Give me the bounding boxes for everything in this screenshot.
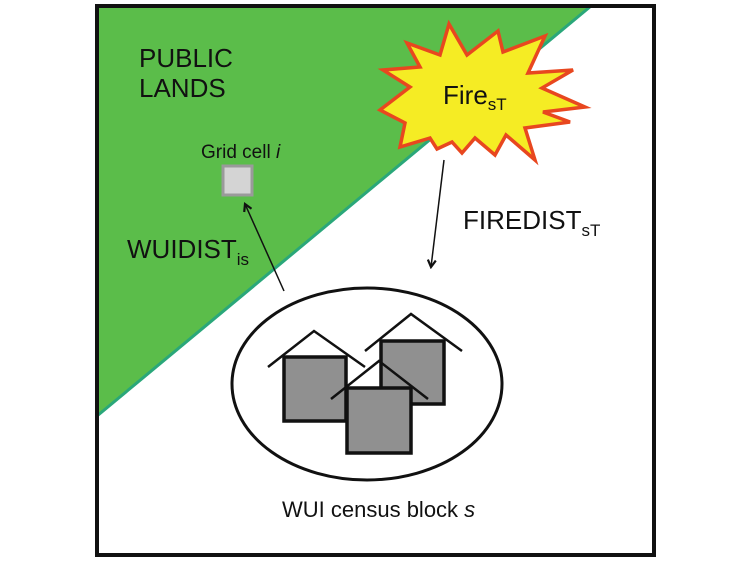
grid-cell-square xyxy=(221,164,254,197)
census-block-label-main: WUI census block xyxy=(282,497,464,522)
census-block-ellipse xyxy=(230,286,504,482)
wuidist-label-subscript: is xyxy=(237,250,249,269)
firedist-arrow xyxy=(431,159,445,267)
firedist-label-subscript: sT xyxy=(581,221,600,240)
public-lands-label-line2: LANDS xyxy=(139,73,226,103)
firedist-label-main: FIREDIST xyxy=(463,205,582,235)
grid-cell-label-main: Grid cell xyxy=(201,142,276,163)
wuidist-label-main: WUIDIST xyxy=(127,234,237,264)
fire-starburst-icon xyxy=(376,19,592,166)
fire-label-subscript: sT xyxy=(488,95,507,114)
house-icon xyxy=(330,359,429,455)
census-block-label: WUI census block s xyxy=(282,497,475,522)
wuidist-arrow xyxy=(245,204,285,292)
fire-label: FiresT xyxy=(443,80,507,114)
grid-cell-label: Grid cell i xyxy=(201,142,281,163)
diagram-frame xyxy=(95,4,656,557)
fire-label-main: Fire xyxy=(443,80,488,110)
public-lands-label-line1: PUBLIC xyxy=(139,43,233,73)
census-block-label-italic: s xyxy=(464,497,475,522)
firedist-label: FIREDISTsT xyxy=(463,205,600,240)
wuidist-label: WUIDISTis xyxy=(127,234,249,269)
grid-cell-label-italic: i xyxy=(276,142,281,163)
